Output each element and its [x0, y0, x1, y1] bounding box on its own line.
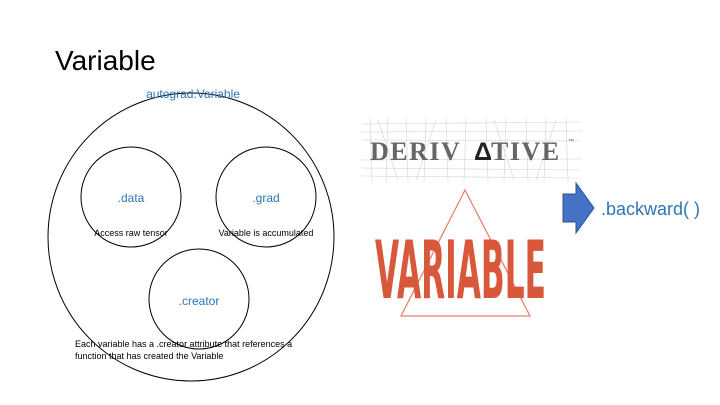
- derivative-grid-background: [359, 117, 583, 183]
- derivative-delta: Δ: [474, 138, 492, 166]
- creator-node-label: .creator: [179, 294, 220, 308]
- backward-arrow-icon: [562, 181, 595, 235]
- variable-triangle: [399, 188, 532, 317]
- variable-logo: VARIABLE: [375, 188, 546, 318]
- data-node-circle: [80, 146, 182, 248]
- derivative-trademark: ™: [568, 138, 574, 145]
- variable-logo-text: VARIABLE: [375, 226, 546, 318]
- outer-circle-label: autograd.Variable: [146, 87, 240, 101]
- data-node-label: .data: [118, 191, 145, 205]
- outer-variable-circle: [47, 92, 335, 382]
- data-node-caption: Access raw tensor: [94, 228, 168, 238]
- derivative-text-right: TIVE: [491, 137, 561, 166]
- grad-node-label: .grad: [252, 191, 279, 205]
- grad-node-circle: [215, 146, 317, 248]
- creator-node-circle: [148, 248, 250, 350]
- grad-node-caption: Variable is accumulated: [219, 228, 314, 238]
- creator-node-caption-line2: function that has created the Variable: [75, 351, 223, 361]
- creator-node-caption-line1: Each variable has a .creator attribute t…: [75, 339, 292, 349]
- derivative-logo: DERIV Δ TIVE ™: [359, 117, 583, 183]
- slide-title: Variable: [55, 45, 156, 76]
- derivative-text-left: DERIV: [370, 137, 461, 166]
- backward-label: .backward( ): [601, 199, 700, 219]
